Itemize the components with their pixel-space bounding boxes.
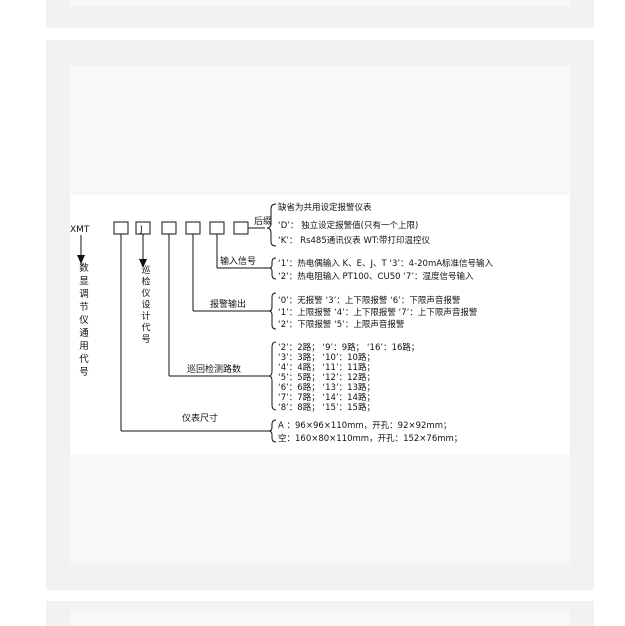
channels-line: ‘6’：6路； ‘13’：13路； <box>278 382 375 393</box>
channels-label: 巡回检测路数 <box>187 363 241 375</box>
channels-line: ‘4’：4路； ‘11’：11路； <box>278 362 375 373</box>
top-card-inner <box>70 0 570 6</box>
bottom-card-inner <box>70 611 570 626</box>
model-code-diagram: XMT J 数显调节仪通用代号 巡检仪设计代号 后缀 输入信号 报警输出 巡回检… <box>70 195 570 455</box>
code-box-j-label: J <box>139 225 143 235</box>
bottom-card-strip <box>46 601 594 626</box>
code-box-4 <box>185 221 201 235</box>
vertical-label-main: 数显调节仪通用代号 <box>79 262 89 378</box>
model-prefix: XMT <box>70 225 90 235</box>
input-signal-line: ‘2’：热电阻输入 PT100、CU50 ‘7’：湿度信号输入 <box>278 271 474 282</box>
channels-line: ‘7’：7路； ‘14’：14路； <box>278 392 375 403</box>
alarm-output-line: ‘2’：下限报警 ‘5’：上限声音报警 <box>278 319 405 330</box>
vertical-label-patrol: 巡检仪设计代号 <box>141 265 150 345</box>
j-arrow-head <box>139 259 147 268</box>
size-line: 空：160×80×110mm，开孔：152×76mm； <box>278 433 462 444</box>
suffix-line: ‘K’： Rs485通讯仪表 WT:带打印温控仪 <box>278 235 430 246</box>
xmt-arrow-head <box>77 255 85 264</box>
top-card-strip <box>46 0 594 28</box>
input-signal-line: ‘1’：热电偶输入 K、E、J、T ‘3’：4-20mA标准信号输入 <box>278 258 494 269</box>
suffix-label: 后缀 <box>254 215 272 227</box>
code-box-6 <box>233 221 249 235</box>
code-box-5 <box>209 221 225 235</box>
alarm-output-line: ‘1’：上限报警 ‘4’：上下限报警 ‘7’：上下限声音报警 <box>278 307 478 318</box>
suffix-line: 缺省为共用设定报警仪表 <box>278 202 372 213</box>
code-box-1 <box>113 221 129 235</box>
suffix-line: ‘D’： 独立设定报警值(只有一个上限) <box>278 220 418 231</box>
alarm-output-label: 报警输出 <box>210 298 246 310</box>
size-label: 仪表尺寸 <box>182 412 218 424</box>
code-box-3 <box>161 221 177 235</box>
size-line: A ：96×96×110mm，开孔：92×92mm； <box>278 421 452 431</box>
channels-line: ‘8’：8路； ‘15’：15路； <box>278 402 375 413</box>
alarm-output-line: ‘0’：无报警 ‘3’：上下限报警 ‘6’：下限声音报警 <box>278 295 461 306</box>
channels-line: ‘2’：2路； ‘9’：9路； ‘16’：16路； <box>278 342 419 353</box>
input-signal-label: 输入信号 <box>220 255 256 267</box>
channels-line: ‘5’：5路； ‘12’：12路； <box>278 372 375 383</box>
channels-line: ‘3’：3路； ‘10’：10路； <box>278 352 375 363</box>
code-box-j <box>135 221 151 235</box>
